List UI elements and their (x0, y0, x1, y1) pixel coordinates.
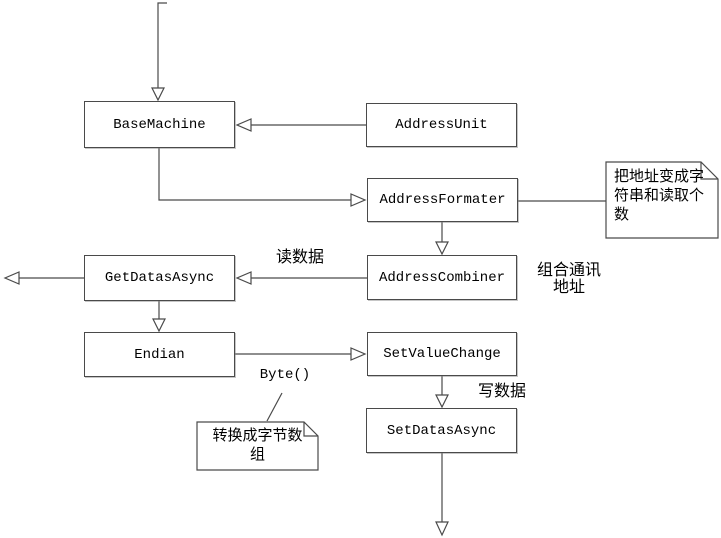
node-setdatasasync: SetDatasAsync (366, 408, 517, 453)
note-byte-text: 转换成字节数组 (212, 426, 303, 463)
node-basemachine: BaseMachine (84, 101, 235, 148)
edge-label-byte-call: Byte() (259, 367, 311, 383)
edge-addressformater-addresscombiner (435, 222, 449, 256)
edge-label-combine-address: 组合通讯地址 (536, 260, 601, 296)
node-setvaluechange: SetValueChange (367, 332, 517, 376)
edge-endian-setvaluechange (235, 347, 367, 361)
node-addressformater: AddressFormater (367, 178, 518, 222)
node-getdatasasync: GetDatasAsync (84, 255, 235, 301)
edge-basemachine-addressformater (158, 148, 367, 207)
node-addresscombiner-label: AddressCombiner (378, 269, 506, 286)
note-formatter-shape (605, 161, 719, 239)
node-endian-label: Endian (134, 346, 185, 363)
edge-addressunit-basemachine (235, 118, 366, 132)
edge-label-write-data: 写数据 (477, 381, 526, 400)
note-connector-byte (266, 392, 283, 422)
edge-setvaluechange-setdatasasync (435, 376, 449, 409)
edge-getdatasasync-endian (152, 301, 166, 333)
note-formatter-text: 把地址变成字符串和读取个数 (614, 167, 705, 223)
node-setvaluechange-label: SetValueChange (383, 346, 501, 362)
node-setdatasasync-label: SetDatasAsync (386, 422, 497, 439)
edge-setdatasasync-out-bottom (435, 453, 449, 537)
node-addresscombiner: AddressCombiner (367, 255, 517, 300)
note-byte-shape (196, 421, 319, 471)
edge-getdatasasync-out-left (3, 271, 84, 285)
node-addressunit-label: AddressUnit (395, 117, 488, 133)
edge-label-read-data: 读数据 (275, 247, 324, 266)
node-endian: Endian (84, 332, 235, 377)
edge-top-entry-basemachine (151, 2, 167, 102)
node-basemachine-label: BaseMachine (113, 116, 206, 133)
edge-addresscombiner-getdatasasync (235, 271, 367, 285)
node-addressunit: AddressUnit (366, 103, 517, 147)
node-getdatasasync-label: GetDatasAsync (104, 270, 215, 286)
node-addressformater-label: AddressFormater (379, 192, 506, 208)
